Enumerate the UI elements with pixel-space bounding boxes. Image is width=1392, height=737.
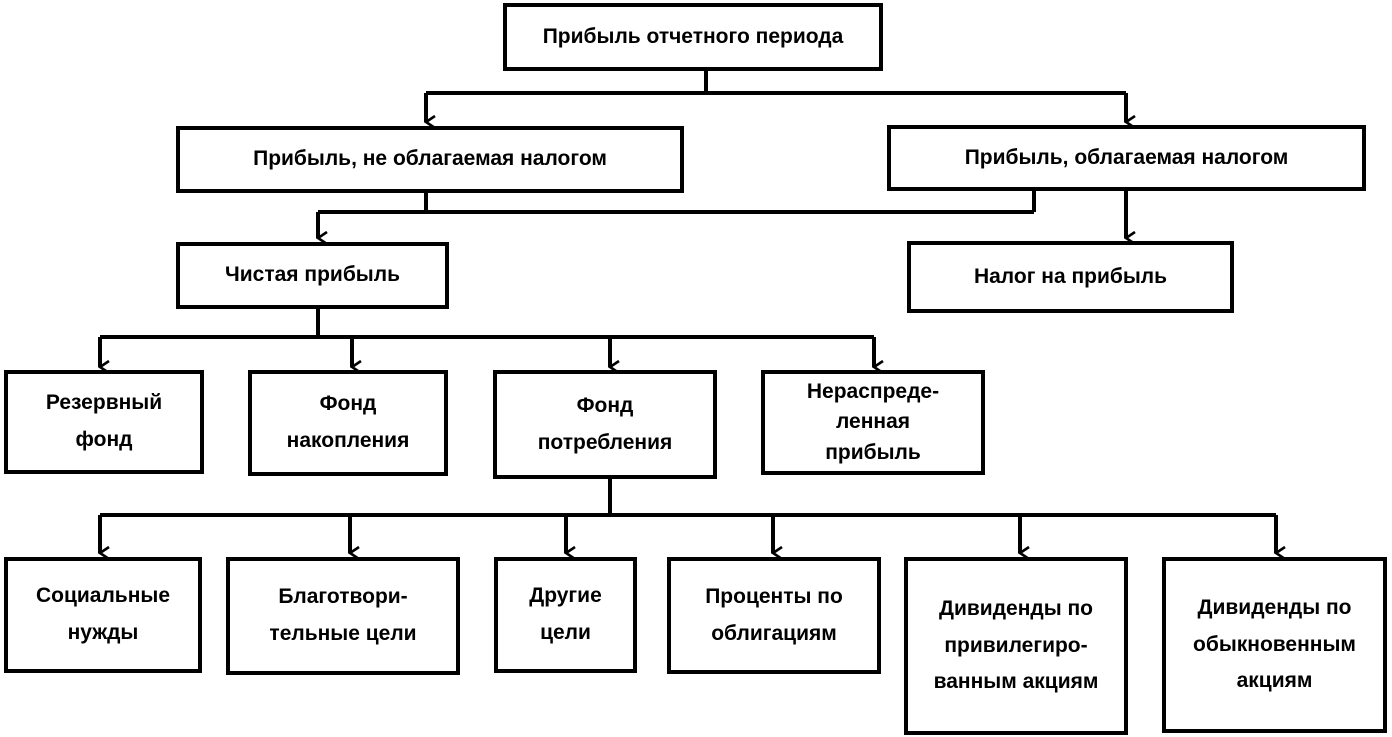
connector-consumption-fund-uses bbox=[98, 478, 1276, 553]
node-other-goals-label: Другие цели bbox=[529, 584, 602, 644]
node-consumption-fund-label: Фонд потребления bbox=[537, 393, 673, 454]
connector-net-profit-distribution bbox=[98, 308, 874, 367]
node-profit-tax: Налог на прибыль bbox=[907, 241, 1234, 313]
node-profit-untaxed: Прибыль, не облагаемая налогом bbox=[176, 126, 684, 193]
node-reserve-fund-label: Резервный фонд bbox=[45, 391, 163, 451]
connector-to-net-profit bbox=[316, 190, 1036, 238]
node-bond-interest: Проценты по облигациям bbox=[667, 557, 881, 674]
node-social-needs-label: Социальные нужды bbox=[35, 584, 171, 644]
node-accumulation-fund-label: Фонд накопления bbox=[286, 392, 410, 452]
node-other-goals: Другие цели bbox=[494, 557, 637, 673]
node-charity-label: Благотвори- тельные цели bbox=[269, 585, 417, 645]
node-retained-profit-label: Нераспреде- ленная прибыль bbox=[806, 379, 940, 464]
node-reserve-fund: Резервный фонд bbox=[4, 370, 204, 474]
node-net-profit-label: Чистая прибыль bbox=[225, 263, 400, 287]
node-net-profit: Чистая прибыль bbox=[176, 242, 449, 309]
node-profit-period: Прибыль отчетного периода bbox=[503, 3, 883, 71]
node-social-needs: Социальные нужды bbox=[4, 557, 202, 673]
node-profit-period-label: Прибыль отчетного периода bbox=[542, 24, 844, 48]
node-consumption-fund: Фонд потребления bbox=[493, 370, 717, 479]
node-profit-untaxed-label: Прибыль, не облагаемая налогом bbox=[253, 147, 607, 171]
node-bond-interest-label: Проценты по облигациям bbox=[705, 584, 843, 645]
node-charity: Благотвори- тельные цели bbox=[226, 557, 460, 675]
node-common-dividends-label: Дивиденды по обыкновенным акциям bbox=[1193, 595, 1356, 693]
node-profit-tax-label: Налог на прибыль bbox=[973, 264, 1168, 288]
node-preferred-dividends: Дивиденды по привилегиро- ванным акциям bbox=[904, 557, 1128, 735]
node-retained-profit: Нераспреде- ленная прибыль bbox=[761, 370, 985, 475]
node-profit-taxed-label: Прибыль, облагаемая налогом bbox=[964, 145, 1289, 169]
node-common-dividends: Дивиденды по обыкновенным акциям bbox=[1162, 557, 1387, 733]
connector-root-to-tax-split bbox=[424, 70, 1126, 122]
node-profit-taxed: Прибыль, облагаемая налогом bbox=[887, 125, 1366, 191]
node-preferred-dividends-label: Дивиденды по привилегиро- ванным акциям bbox=[933, 596, 1099, 694]
node-accumulation-fund: Фонд накопления bbox=[248, 370, 448, 476]
